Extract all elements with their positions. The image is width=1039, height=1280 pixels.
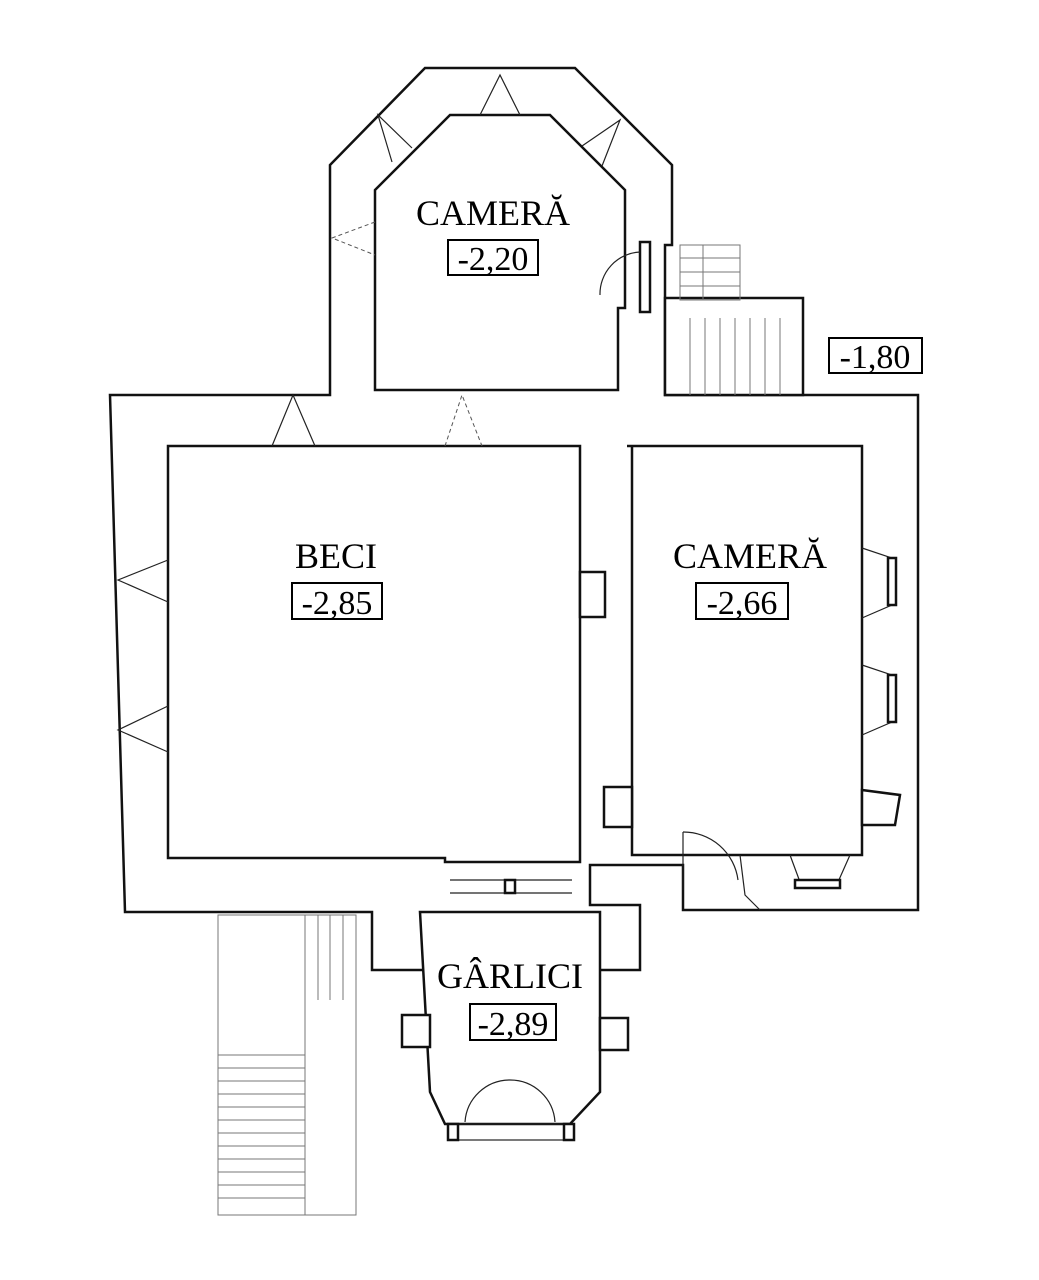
level-box-exterior [828, 337, 923, 374]
level-box-camera-top [447, 239, 539, 276]
door-top-room-frame [638, 240, 652, 314]
window-splay-oct-left [330, 221, 376, 256]
niche-beci-right [578, 570, 607, 619]
garlici-threshold [451, 1123, 571, 1141]
window-splay-left-1 [116, 559, 169, 603]
beci-garlici-passage [450, 878, 572, 895]
room-label-garlici: GÂRLICI [437, 956, 583, 996]
room-label-camera-right: CAMERĂ [673, 536, 827, 576]
window-splay-top-1 [271, 393, 316, 447]
door-right-camera-swing [682, 831, 739, 881]
garlici-door-swing [464, 1079, 556, 1123]
door-top-room-swing [599, 251, 641, 296]
window-right-2 [886, 673, 898, 724]
level-beci: -2,85 [302, 585, 373, 622]
window-splay-oct-1 [479, 73, 521, 116]
exterior-stairs-top [663, 244, 805, 397]
level-box-camera-right [695, 582, 789, 620]
window-splay-left-2 [116, 705, 169, 753]
level-box-garlici [469, 1003, 557, 1041]
window-splay-oct-3 [581, 118, 622, 167]
level-camera-right: -2,66 [707, 585, 778, 622]
room-beci-interior [166, 444, 582, 864]
niche-garlici-left [400, 1013, 432, 1049]
window-bottom-right [793, 878, 842, 890]
niche-right-left [602, 785, 634, 829]
level-camera-top: -2,20 [458, 241, 529, 278]
garlici-door-post-right [562, 1122, 576, 1142]
door-splay-bottom [739, 854, 761, 911]
level-box-beci [291, 582, 383, 620]
room-right-interior [627, 444, 864, 857]
window-splay-top-2 [444, 393, 483, 447]
garlici-door-post-left [446, 1122, 460, 1142]
niche-right-stove [860, 788, 902, 827]
room-label-camera-top: CAMERĂ [416, 193, 570, 233]
level-exterior: -1,80 [840, 339, 911, 376]
window-right-1 [886, 556, 898, 607]
exterior-stairs-bottom [217, 914, 357, 1216]
niche-garlici-right [598, 1016, 630, 1052]
level-garlici: -2,89 [478, 1006, 549, 1043]
room-label-beci: BECI [295, 536, 377, 576]
window-splay-oct-2 [376, 112, 413, 163]
